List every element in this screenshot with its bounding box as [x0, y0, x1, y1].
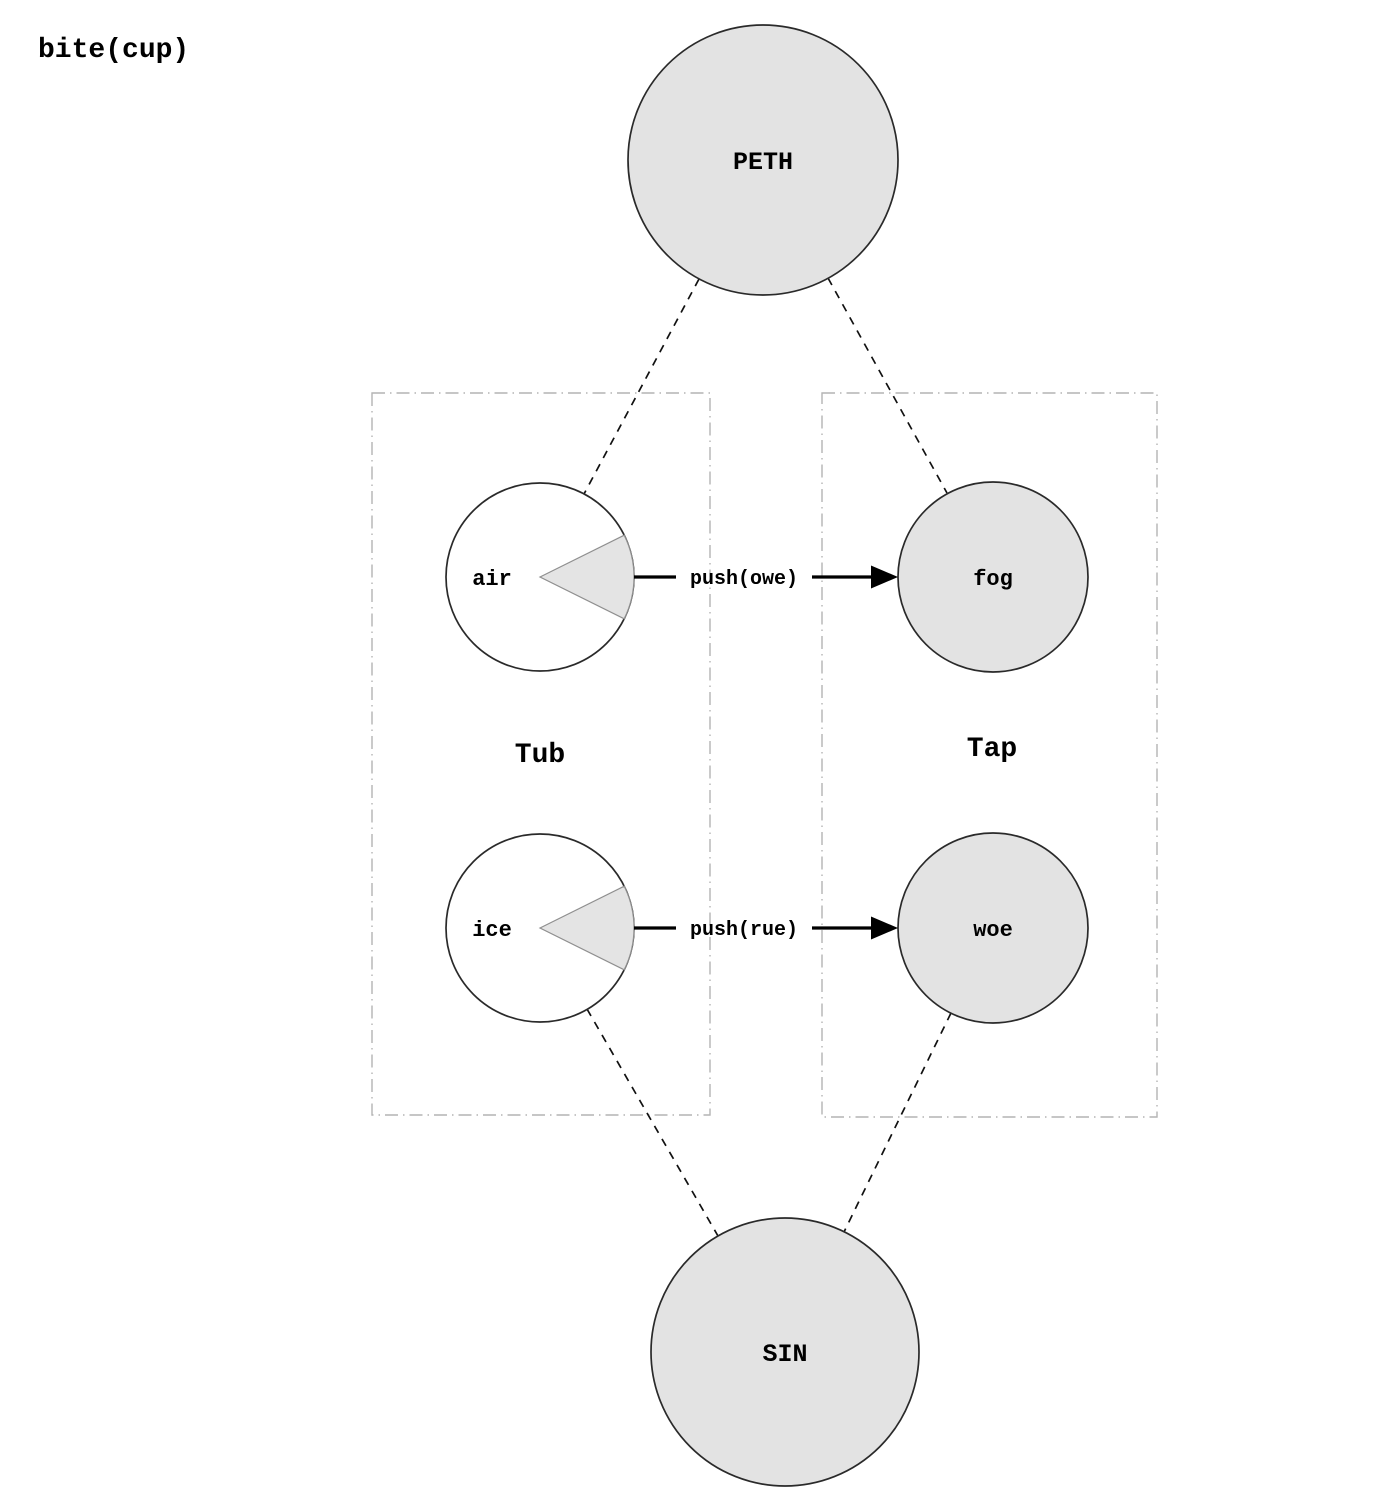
node-air-label: air — [472, 567, 512, 592]
group-label-tap: Tap — [967, 734, 1017, 765]
node-ice-label: ice — [472, 918, 512, 943]
arrowhead-icon — [871, 916, 898, 940]
node-peth-circle — [627, 24, 899, 296]
edge-woe-to-sin — [843, 1012, 952, 1233]
node-woe-label: woe — [973, 918, 1013, 943]
air-pie-wedge-icon — [538, 534, 635, 620]
edge-label-push-rue: push(rue) — [690, 919, 798, 942]
node-peth-label: PETH — [733, 148, 793, 177]
edge-ice-to-sin — [586, 1008, 719, 1237]
edge-peth-to-fog — [827, 277, 948, 494]
node-sin-label: SIN — [762, 1340, 807, 1369]
arrowhead-icon — [871, 565, 898, 589]
ice-pie-wedge-icon — [538, 885, 635, 971]
edge-peth-to-air — [583, 278, 700, 495]
arrow-ice-to-woe: push(rue) — [634, 916, 898, 942]
node-fog-label: fog — [973, 567, 1013, 592]
group-box-tap — [821, 392, 1158, 1118]
group-box-tub — [371, 392, 711, 1116]
group-label-tub: Tub — [515, 740, 565, 771]
diagram-title: bite(cup) — [38, 35, 189, 66]
edge-label-push-owe: push(owe) — [690, 568, 798, 591]
arrow-air-to-fog: push(owe) — [634, 565, 898, 591]
node-sin-circle — [650, 1217, 920, 1487]
